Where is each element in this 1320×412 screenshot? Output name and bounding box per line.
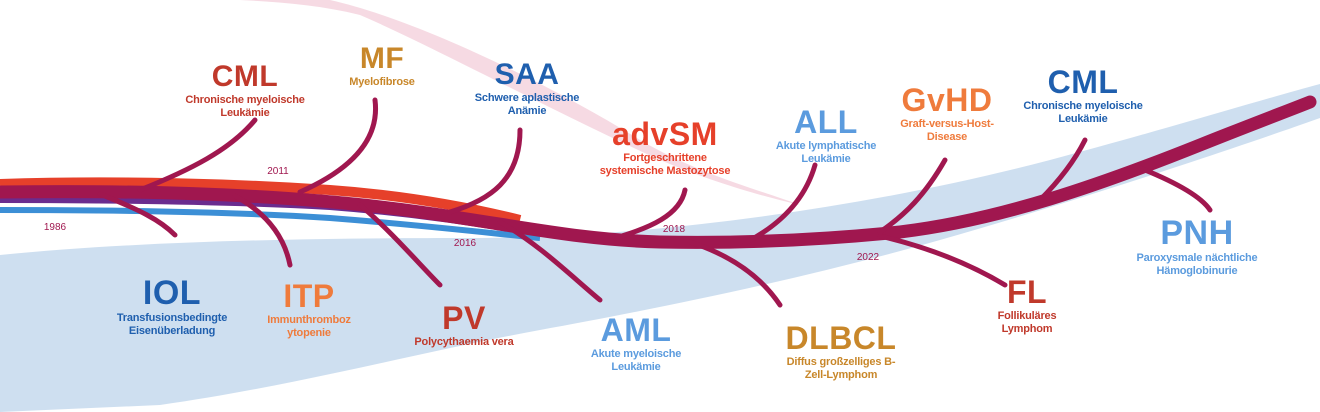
indication-abbr: PNH — [1160, 214, 1234, 252]
indication-pv: PV Polycythaemia vera — [414, 302, 514, 349]
year-2022: 2022 — [856, 252, 880, 263]
indication-abbr: CML — [211, 60, 279, 93]
branch-cml-2 — [1037, 137, 1088, 203]
indication-desc: Chronische myeloische Leukämie — [1023, 100, 1143, 125]
indication-desc: Myelofibrose — [349, 76, 415, 88]
indication-mf: MF Myelofibrose — [349, 42, 415, 89]
indication-desc: Schwere aplastische Anämie — [474, 92, 580, 117]
branch-gvhd — [877, 157, 948, 235]
branch-aml — [497, 219, 603, 303]
indication-abbr: GvHD — [901, 82, 993, 118]
year-2011: 2011 — [267, 166, 289, 177]
branch-pnh — [1137, 165, 1213, 213]
indication-advsm: advSM Fortgeschrittene systemische Masto… — [590, 118, 740, 178]
branch-all — [742, 162, 818, 246]
blue-strand — [0, 207, 541, 241]
indication-pnh: PNH Paroxysmale nächtliche Hämoglobinuri… — [1122, 216, 1272, 278]
indication-desc: Paroxysmale nächtliche Hämoglobinurie — [1136, 252, 1258, 277]
indication-iol: IOL Transfusionsbedingte Eisenüberladung — [107, 276, 237, 338]
indication-desc: Immunthrombozytopenie — [267, 314, 351, 339]
branch-saa — [447, 127, 523, 215]
indication-abbr: AML — [600, 312, 672, 348]
branch-itp — [232, 193, 293, 268]
indication-itp: ITP Immunthrombozytopenie — [266, 280, 352, 340]
indication-abbr: MF — [359, 42, 405, 75]
indication-desc: Transfusionsbedingte Eisenüberladung — [116, 312, 228, 337]
indication-all: ALL Akute lymphatische Leukämie — [766, 106, 886, 166]
indication-desc: Akute myeloische Leukämie — [590, 348, 682, 373]
indication-desc: Fortgeschrittene systemische Mastozytose — [599, 152, 731, 177]
indication-saa: SAA Schwere aplastische Anämie — [462, 60, 592, 118]
indication-abbr: DLBCL — [785, 320, 897, 356]
indication-desc: Polycythaemia vera — [414, 336, 514, 348]
indication-abbr: IOL — [142, 274, 202, 312]
indication-desc: Diffus großzelliges B-Zell-Lymphom — [786, 356, 896, 381]
indication-desc: Graft-versus-Host-Disease — [900, 118, 994, 143]
indication-aml: AML Akute myeloische Leukämie — [581, 314, 691, 374]
main-trunk — [0, 95, 1317, 249]
indication-abbr: SAA — [494, 58, 560, 91]
indication-fl: FL Follikuläres Lymphom — [987, 276, 1067, 336]
pink-ribbon — [240, 0, 800, 205]
year-2016: 2016 — [453, 238, 477, 249]
indication-abbr: PV — [442, 300, 486, 336]
indication-abbr: FL — [1006, 274, 1048, 310]
indication-gvhd: GvHD Graft-versus-Host-Disease — [897, 84, 997, 144]
branch-pv — [357, 202, 443, 288]
indication-dlbcl: DLBCL Diffus großzelliges B-Zell-Lymphom — [781, 322, 901, 382]
branch-cml-1 — [137, 117, 258, 193]
indication-abbr: ALL — [794, 104, 858, 140]
year-1986: 1986 — [43, 222, 67, 233]
indication-abbr: advSM — [612, 116, 718, 152]
branches — [97, 97, 1213, 308]
branch-fl — [877, 233, 1008, 288]
branch-dlbcl — [687, 239, 783, 308]
indication-desc: Follikuläres Lymphom — [997, 310, 1057, 335]
branch-mf — [297, 97, 379, 195]
branch-advsm — [612, 187, 688, 241]
indication-desc: Akute lymphatische Leukämie — [775, 140, 877, 165]
indication-abbr: ITP — [283, 278, 335, 314]
year-2018: 2018 — [662, 224, 686, 235]
branch-iol — [97, 191, 178, 238]
indication-desc: Chronische myeloische Leukämie — [185, 94, 305, 119]
indication-cml-2011: CML Chronische myeloische Leukämie — [185, 62, 305, 120]
indication-abbr: CML — [1047, 64, 1119, 100]
indication-cml-2: CML Chronische myeloische Leukämie — [1018, 66, 1148, 126]
